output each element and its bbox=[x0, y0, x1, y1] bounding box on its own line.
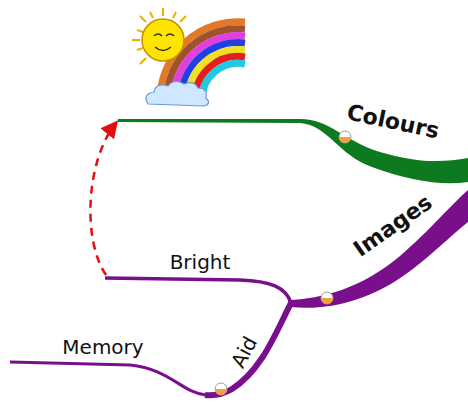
bright-branch bbox=[105, 278, 291, 303]
images-branch bbox=[288, 190, 468, 308]
rainbow-illustration bbox=[132, 8, 245, 106]
branch-knob bbox=[215, 131, 351, 395]
aid-branch bbox=[205, 303, 291, 395]
branch-label: Memory bbox=[62, 336, 143, 358]
link-arrow bbox=[90, 123, 116, 275]
main-branch-label: Colours bbox=[345, 100, 442, 143]
memory-branch bbox=[10, 362, 206, 395]
branch-label: Bright bbox=[170, 251, 231, 273]
